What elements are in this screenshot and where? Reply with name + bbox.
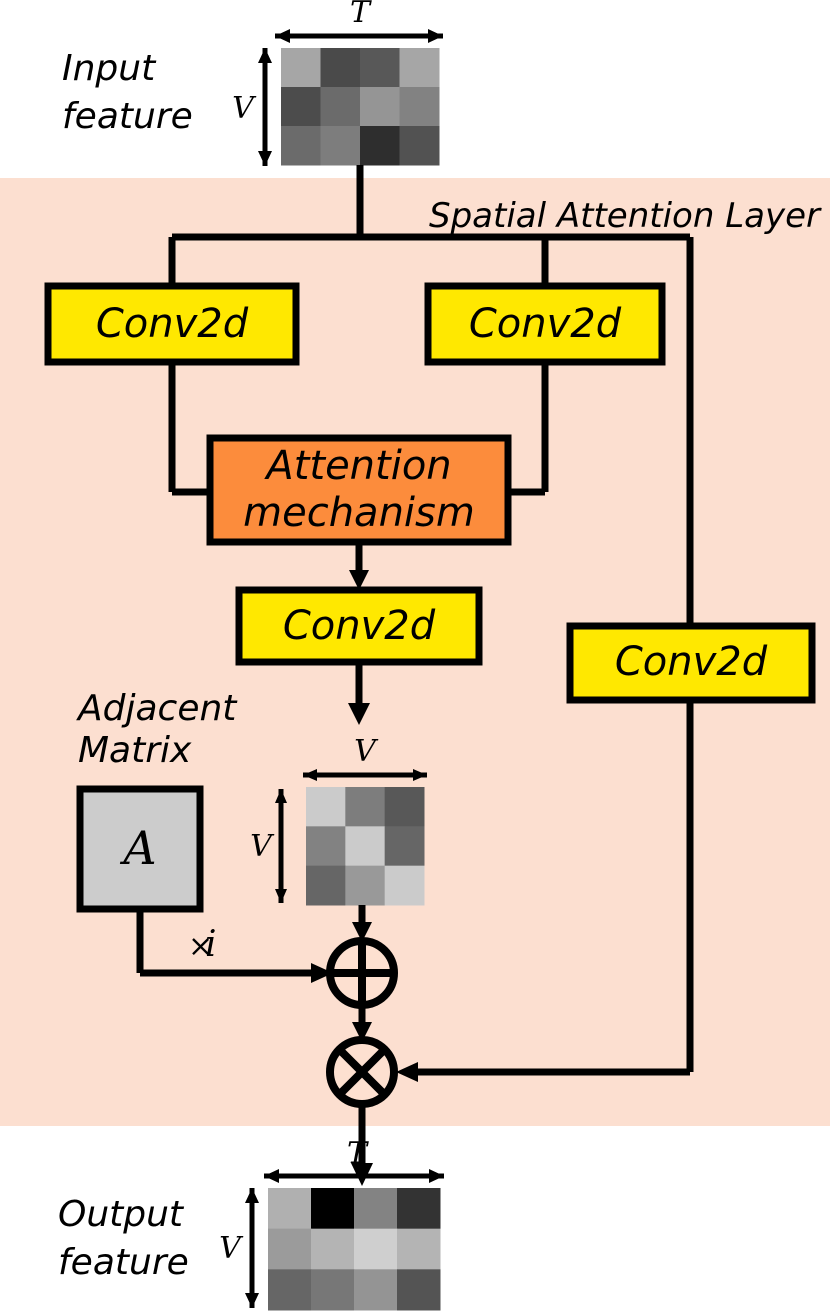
heatmap-cell (399, 126, 440, 166)
attention-mechanism-label-line2: mechanism (243, 490, 475, 536)
adjacency-matrix-label: A (119, 821, 156, 875)
matrix-V-top-label: V (354, 734, 379, 769)
heatmap-cell (360, 48, 400, 88)
output-T-label: T (347, 1136, 369, 1171)
mul-operator (326, 1036, 398, 1108)
heatmap-cell (360, 126, 400, 166)
heatmap-cell (268, 1269, 312, 1311)
conv2d-left-block[interactable]: Conv2d (44, 282, 300, 366)
conv2d-right-rect[interactable] (424, 282, 666, 366)
wire-convright-to-attention (505, 359, 549, 496)
wire-convleft-to-attention (168, 359, 213, 496)
heatmap-cell (320, 48, 361, 88)
heatmap-cell (268, 1228, 312, 1270)
adjacency-matrix-rect[interactable] (76, 785, 204, 913)
heatmap-cell (354, 1228, 398, 1270)
heatmap-cell (397, 1228, 441, 1270)
heatmap-cell (345, 787, 386, 827)
heatmap-cell (354, 1269, 398, 1311)
conv2d-residual-block[interactable]: Conv2d (566, 622, 816, 704)
heatmap-cell (311, 1188, 355, 1230)
heatmap-cell (399, 48, 440, 88)
input-V-label: V (232, 91, 257, 126)
wire-residual-to-mul (396, 1062, 690, 1082)
wire-convmid-to-matrix (348, 662, 370, 725)
heatmap-cell (306, 787, 346, 827)
input-feature-label-line1: Input (62, 48, 157, 89)
input-feature-heatmap (281, 48, 440, 166)
heatmap-cell (354, 1188, 398, 1230)
heatmap-cell (320, 87, 361, 127)
layer-title: Spatial Attention Layer (429, 196, 822, 236)
matrix-V-top-dimension: V (303, 734, 427, 781)
heatmap-cell (397, 1269, 441, 1311)
heatmap-cell (360, 87, 400, 127)
heatmap-cell (399, 87, 440, 127)
heatmap-cell (320, 126, 361, 166)
output-feature-label-line2: feature (58, 1242, 189, 1283)
conv2d-mid-block[interactable]: Conv2d (235, 586, 483, 666)
heatmap-cell (281, 87, 321, 127)
conv2d-mid-rect[interactable] (235, 586, 483, 666)
wire-adjacency-to-add: × i (136, 909, 333, 983)
heatmap-cell (311, 1269, 355, 1311)
input-T-label: T (350, 0, 372, 30)
heatmap-cell (384, 865, 425, 906)
input-V-dimension: V (232, 48, 272, 166)
attention-mechanism-rect[interactable] (206, 434, 512, 546)
heatmap-cell (311, 1228, 355, 1270)
conv2d-right-block[interactable]: Conv2d (424, 282, 666, 366)
output-feature-label-line1: Output (58, 1194, 185, 1235)
heatmap-cell (397, 1188, 441, 1230)
wire-attention-to-convmid (349, 542, 369, 590)
output-V-dimension: V (219, 1188, 259, 1308)
heatmap-cell (345, 826, 386, 867)
add-operator (326, 937, 398, 1009)
heatmap-cell (268, 1188, 312, 1230)
adjacent-matrix-label-line2: Matrix (78, 730, 192, 771)
heatmap-cell (281, 48, 321, 88)
multiplier-symbol: × (188, 929, 213, 964)
heatmap-cell (306, 826, 346, 867)
output-T-dimension: T (264, 1136, 444, 1183)
heatmap-cell (384, 787, 425, 827)
conv2d-residual-label: Conv2d (615, 639, 768, 685)
input-T-dimension: T (275, 0, 443, 43)
attention-matrix-heatmap (306, 787, 425, 906)
matrix-V-left-dimension: V (250, 789, 287, 903)
conv2d-right-label: Conv2d (469, 301, 622, 347)
conv2d-mid-label: Conv2d (283, 603, 436, 649)
conv2d-left-label: Conv2d (96, 301, 249, 347)
attention-mechanism-block[interactable]: Attention mechanism (206, 434, 512, 546)
heatmap-cell (281, 126, 321, 166)
wire-add-to-mul (352, 1005, 372, 1042)
wire-matrix-to-add (352, 905, 372, 942)
heatmap-cell (306, 865, 346, 906)
matrix-V-left-label: V (250, 829, 275, 864)
conv2d-left-rect[interactable] (44, 282, 300, 366)
output-V-label: V (219, 1231, 244, 1266)
adjacent-matrix-label-line1: Adjacent (76, 688, 238, 729)
heatmap-cell (384, 826, 425, 867)
heatmap-cell (345, 865, 386, 906)
output-feature-heatmap (268, 1188, 441, 1311)
adjacency-matrix-block[interactable]: A (76, 785, 204, 913)
input-feature-label-line2: feature (62, 96, 193, 137)
attention-mechanism-label-line1: Attention (263, 443, 451, 489)
multiplier-index: i (205, 924, 217, 965)
conv2d-residual-rect[interactable] (566, 622, 816, 704)
